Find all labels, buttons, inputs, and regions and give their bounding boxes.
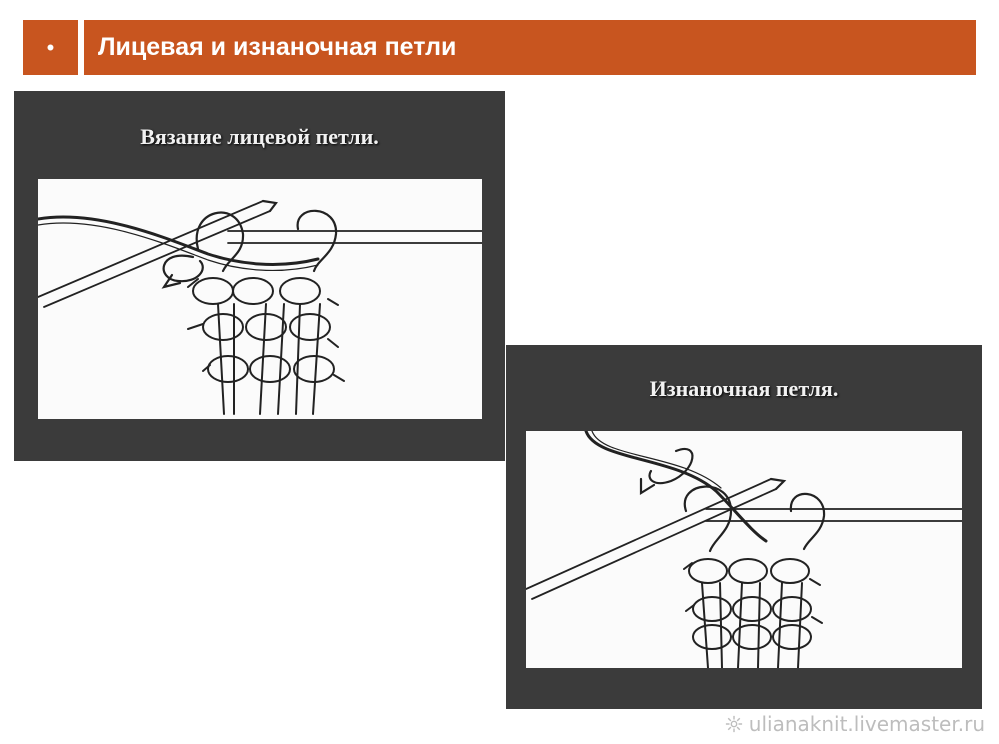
purl-stitch-panel: Изнаночная петля. <box>506 345 982 709</box>
gear-flower-icon <box>725 715 742 733</box>
knit-stitch-panel: Вязание лицевой петли. <box>14 91 505 461</box>
knit-stitch-drawing <box>38 199 482 415</box>
watermark-text: ulianaknit.livemaster.ru <box>748 712 985 736</box>
watermark: ulianaknit.livemaster.ru <box>725 712 985 736</box>
knit-stitch-illustration <box>38 179 482 419</box>
purl-stitch-illustration <box>526 431 962 668</box>
slide-title: Лицевая и изнаночная петли <box>98 33 457 61</box>
purl-stitch-caption: Изнаночная петля. <box>649 376 839 401</box>
purl-stitch-drawing <box>526 431 962 668</box>
title-bullet-box: • <box>23 20 78 75</box>
knit-stitch-caption: Вязание лицевой петли. <box>140 124 379 149</box>
title-bullet: • <box>46 35 55 60</box>
title-bar: Лицевая и изнаночная петли <box>84 20 976 75</box>
